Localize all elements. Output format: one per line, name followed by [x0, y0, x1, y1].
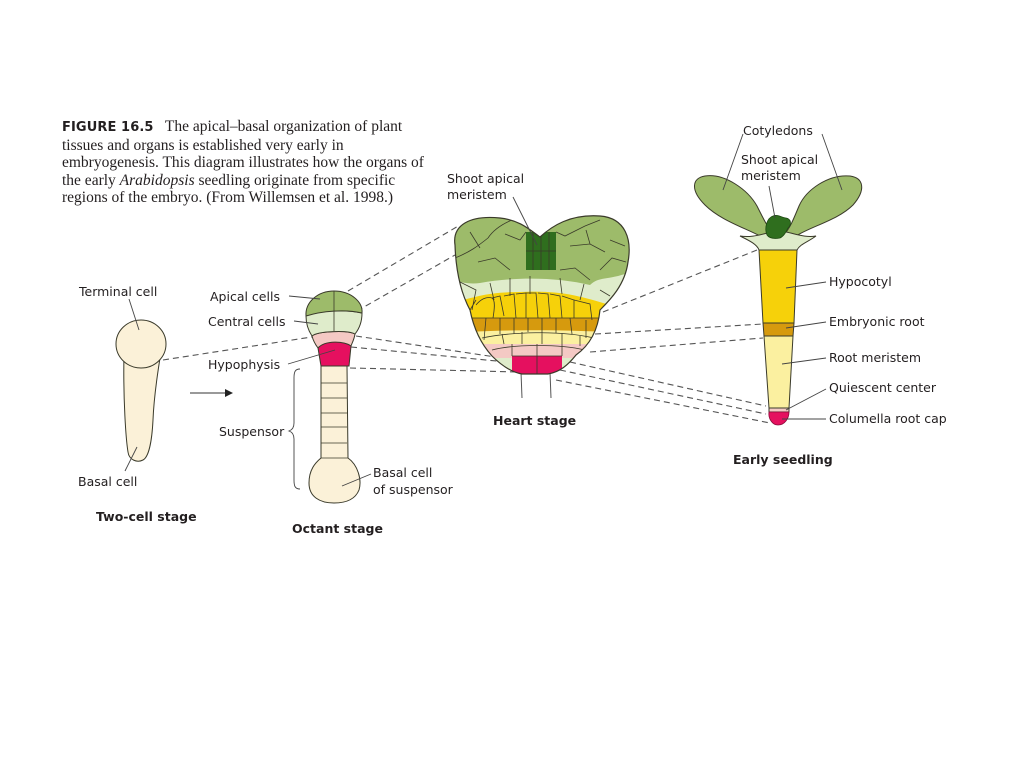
label-apical-cells: Apical cells: [210, 289, 280, 304]
correspondence-lines: [162, 224, 771, 424]
leader-terminal-cell: [128, 298, 140, 331]
seedling-shoot-apical-meristem: [765, 215, 791, 239]
seedling-embryonic-root: [762, 322, 795, 337]
cotyledon-right: [785, 175, 863, 237]
label-basal-cell-of-suspensor-1: Basal cell: [373, 465, 432, 480]
dash-line-columella: [555, 379, 771, 424]
seedling-collar: [739, 231, 817, 251]
leader-root-meristem: [781, 357, 827, 365]
suspensor-shape: [308, 365, 361, 504]
label-columella-root-cap: Columella root cap: [829, 411, 947, 426]
label-hypocotyl: Hypocotyl: [829, 274, 892, 289]
dash-line-apical-upper: [347, 224, 461, 292]
dash-line-embryonic-root-upper: [594, 323, 764, 335]
figure-caption: FIGURE 16.5 The apical–basal organizatio…: [62, 118, 432, 207]
leader-central-cells: [293, 320, 319, 325]
progression-arrow-icon: [190, 389, 233, 397]
seedling-root-meristem: [763, 335, 794, 409]
leader-hypocotyl: [785, 281, 827, 289]
stage-title-two-cell: Two-cell stage: [96, 509, 197, 524]
leader-embryonic-root: [785, 321, 827, 329]
cotyledon-left: [694, 175, 773, 237]
stage-title-heart: Heart stage: [493, 413, 576, 428]
octant-embryo: [305, 290, 363, 504]
dash-line-embryonic-root-lower: [589, 337, 764, 353]
dash-line-suspensor: [349, 367, 521, 373]
basal-cell-shape: [123, 351, 162, 462]
dash-line-terminal-to-octant: [162, 335, 319, 361]
heart-cell-walls: [454, 219, 627, 374]
leader-heart-shoot-apical-meristem: [512, 196, 538, 246]
dash-line-quiescent-1: [569, 361, 767, 407]
suspensor-cell-walls: [321, 382, 348, 459]
label-heart-shoot-apical-2: meristem: [447, 187, 507, 202]
caption-text-end: seedling originate from specific regions…: [62, 171, 396, 207]
seedling-hypocotyl: [758, 249, 798, 324]
label-heart-shoot-apical-1: Shoot apical: [447, 171, 524, 186]
caption-text: The apical–basal organization of plant t…: [62, 118, 424, 189]
dash-line-hypocotyl: [602, 249, 758, 313]
dash-line-apical-lower: [356, 254, 456, 312]
label-quiescent-center: Quiescent center: [829, 380, 937, 395]
seedling: [694, 175, 863, 426]
label-terminal-cell: Terminal cell: [78, 284, 157, 299]
label-hypophysis: Hypophysis: [208, 357, 280, 372]
leader-hypophysis: [287, 349, 336, 365]
dash-line-quiescent-2: [559, 369, 767, 415]
label-central-cells: Central cells: [208, 314, 286, 329]
label-cotyledons: Cotyledons: [743, 123, 813, 138]
leader-seedling-sam: [768, 185, 776, 219]
label-root-meristem: Root meristem: [829, 350, 921, 365]
label-seedling-shoot-apical-1: Shoot apical: [741, 152, 818, 167]
leader-basal-cell-suspensor: [341, 473, 372, 487]
leader-basal-cell: [124, 446, 138, 472]
heart-embryo: [454, 215, 630, 399]
label-seedling-shoot-apical-2: meristem: [741, 168, 801, 183]
dash-line-hypophysis: [350, 346, 508, 363]
seedling-columella-root-cap: [768, 411, 790, 426]
label-embryonic-root: Embryonic root: [829, 314, 925, 329]
caption-species: Arabidopsis: [119, 171, 195, 189]
stage-title-octant: Octant stage: [292, 521, 383, 536]
leader-apical-cells: [288, 295, 321, 300]
stage-title-seedling: Early seedling: [733, 452, 833, 467]
terminal-cell-shape: [115, 319, 167, 369]
two-cell-embryo: [115, 319, 167, 462]
figure-label: FIGURE 16.5: [62, 120, 154, 135]
heart-outline: [454, 215, 630, 375]
label-basal-cell-of-suspensor-2: of suspensor: [373, 482, 454, 497]
label-basal-cell: Basal cell: [78, 474, 137, 489]
dash-line-central: [355, 335, 503, 359]
leader-quiescent-center: [785, 388, 827, 411]
label-suspensor: Suspensor: [219, 424, 285, 439]
leader-cotyledon-left: [722, 133, 744, 191]
suspensor-brace: [287, 368, 301, 490]
leader-cotyledon-right: [821, 133, 843, 191]
